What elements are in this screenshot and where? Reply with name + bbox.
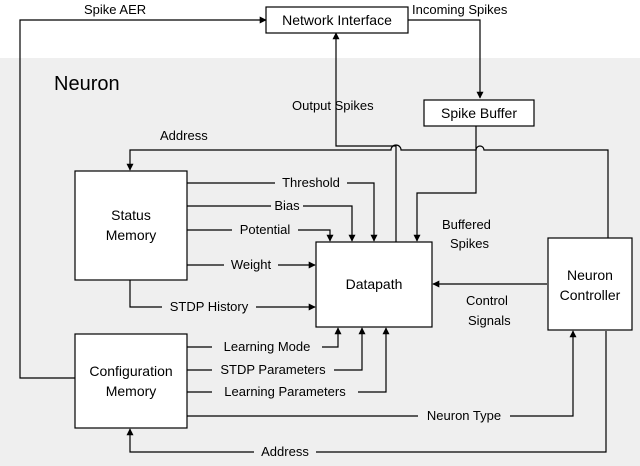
status-memory-label-line2: Memory [106, 227, 157, 243]
neuron-controller-label-line2: Controller [560, 287, 621, 303]
spike-buffer-block: Spike Buffer [423, 99, 535, 127]
bias-label: Bias [274, 198, 300, 213]
control-signals-label-line2: Signals [468, 313, 511, 328]
learning-parameters-label: Learning Parameters [224, 384, 346, 399]
threshold-label: Threshold [282, 175, 340, 190]
neuron-controller-label-line1: Neuron [567, 267, 613, 283]
potential-label: Potential [240, 222, 291, 237]
status-memory-block: Status Memory [74, 170, 188, 281]
output-spikes-wire [332, 32, 397, 242]
network-interface-label: Network Interface [282, 12, 392, 28]
output-spikes-label: Output Spikes [292, 98, 374, 113]
spike-aer-label: Spike AER [84, 2, 146, 17]
learning-mode-label: Learning Mode [224, 339, 311, 354]
network-interface-block: Network Interface [265, 6, 409, 34]
neuron-controller-block: Neuron Controller [547, 237, 633, 331]
spike-buffer-label: Spike Buffer [441, 105, 517, 121]
incoming-spikes-wire [408, 19, 484, 99]
address-top-wire [126, 144, 609, 238]
neuron-region-title: Neuron [54, 73, 120, 95]
stdp-parameters-label: STDP Parameters [220, 362, 326, 377]
datapath-block: Datapath [315, 241, 433, 328]
address-bottom-label: Address [261, 444, 309, 459]
datapath-label: Datapath [346, 276, 403, 292]
configuration-memory-label-line1: Configuration [89, 363, 172, 379]
threshold-wire [187, 182, 378, 242]
buffered-spikes-wire [413, 126, 477, 242]
stdp-history-label: STDP History [170, 299, 249, 314]
configuration-memory-block: Configuration Memory [74, 333, 188, 429]
weight-label: Weight [231, 257, 272, 272]
status-memory-label-line1: Status [111, 207, 151, 223]
control-signals-label-line1: Control [466, 293, 508, 308]
neuron-type-wire [187, 330, 577, 417]
configuration-memory-label-line2: Memory [106, 383, 157, 399]
buffered-spikes-label-line1: Buffered [442, 217, 491, 232]
spike-aer-wire [19, 16, 267, 379]
address-bottom-wire [126, 331, 607, 453]
incoming-spikes-label: Incoming Spikes [412, 2, 508, 17]
address-top-label: Address [160, 128, 208, 143]
bias-wire [187, 205, 356, 242]
buffered-spikes-label-line2: Spikes [450, 236, 490, 251]
neuron-type-label: Neuron Type [427, 408, 501, 423]
